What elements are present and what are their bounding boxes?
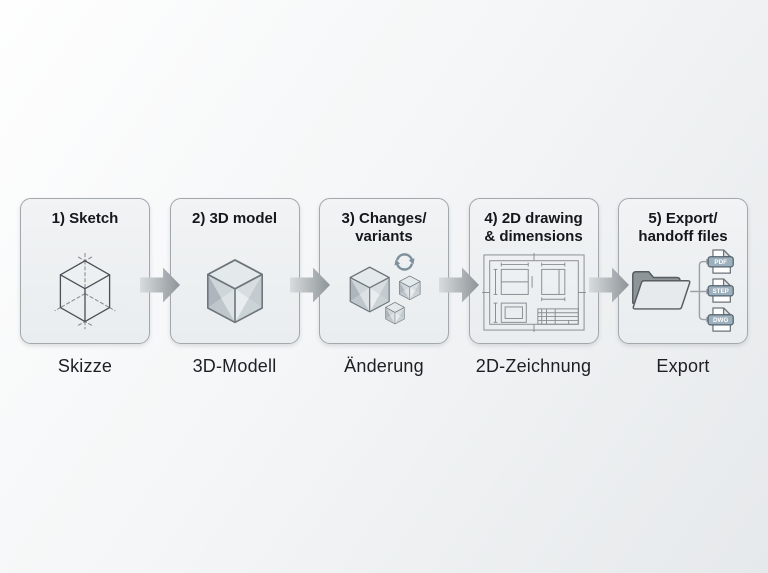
- step-export: 5) Export/ handoff files: [618, 198, 748, 377]
- step-card-export: 5) Export/ handoff files: [618, 198, 748, 344]
- step-card-3d-model: 2) 3D model: [169, 198, 300, 344]
- step-label-export: Export: [656, 356, 710, 376]
- step-title: 3) Changes/ variants: [341, 210, 427, 246]
- flow-arrow-icon: [588, 267, 629, 303]
- file-badge-label: STEP: [712, 288, 728, 295]
- workflow-diagram: 1) Sketch: [20, 198, 748, 377]
- step-card-2d-drawing: 4) 2D drawing & dimensions: [468, 198, 599, 344]
- sketch-cube-icon: [54, 252, 116, 330]
- flow-arrow-icon: [140, 267, 180, 303]
- step-2d-drawing: 4) 2D drawing & dimensions: [468, 198, 599, 377]
- flow-arrow-icon: [289, 267, 330, 303]
- file-badge-label: DWG: [713, 317, 728, 324]
- cube-variants-sync-icon: [349, 253, 421, 325]
- step-label-skizze: Skizze: [57, 356, 113, 376]
- file-badge-label: PDF: [714, 259, 727, 266]
- step-card-sketch: 1) Sketch: [20, 198, 150, 344]
- step-title: 4) 2D drawing & dimensions: [484, 210, 583, 246]
- step-title: 1) Sketch: [51, 210, 119, 227]
- flow-arrow-icon: [439, 267, 479, 303]
- step-label-3d-modell: 3D-Modell: [192, 356, 277, 376]
- step-card-changes: 3) Changes/ variants: [319, 198, 449, 344]
- file-step-icon: STEP: [707, 277, 734, 303]
- step-title: 2) 3D model: [191, 210, 278, 227]
- step-label-aenderung: Änderung: [344, 356, 424, 376]
- step-changes-variants: 3) Changes/ variants: [319, 198, 449, 377]
- file-dwg-icon: DWG: [707, 306, 734, 332]
- folder-export-icon: PDF STEP DWG: [632, 248, 734, 332]
- step-sketch: 1) Sketch: [20, 198, 150, 377]
- sync-arrows-icon: [394, 253, 415, 271]
- technical-drawing-icon: [481, 252, 586, 332]
- step-title: 5) Export/ handoff files: [638, 210, 728, 246]
- step-3d-model: 2) 3D model 3D-Modell: [169, 198, 300, 377]
- file-pdf-icon: PDF: [707, 248, 734, 274]
- branch-arrows-icon: [690, 260, 707, 320]
- solid-cube-icon: [206, 259, 263, 324]
- step-label-2d-zeichnung: 2D-Zeichnung: [475, 356, 592, 376]
